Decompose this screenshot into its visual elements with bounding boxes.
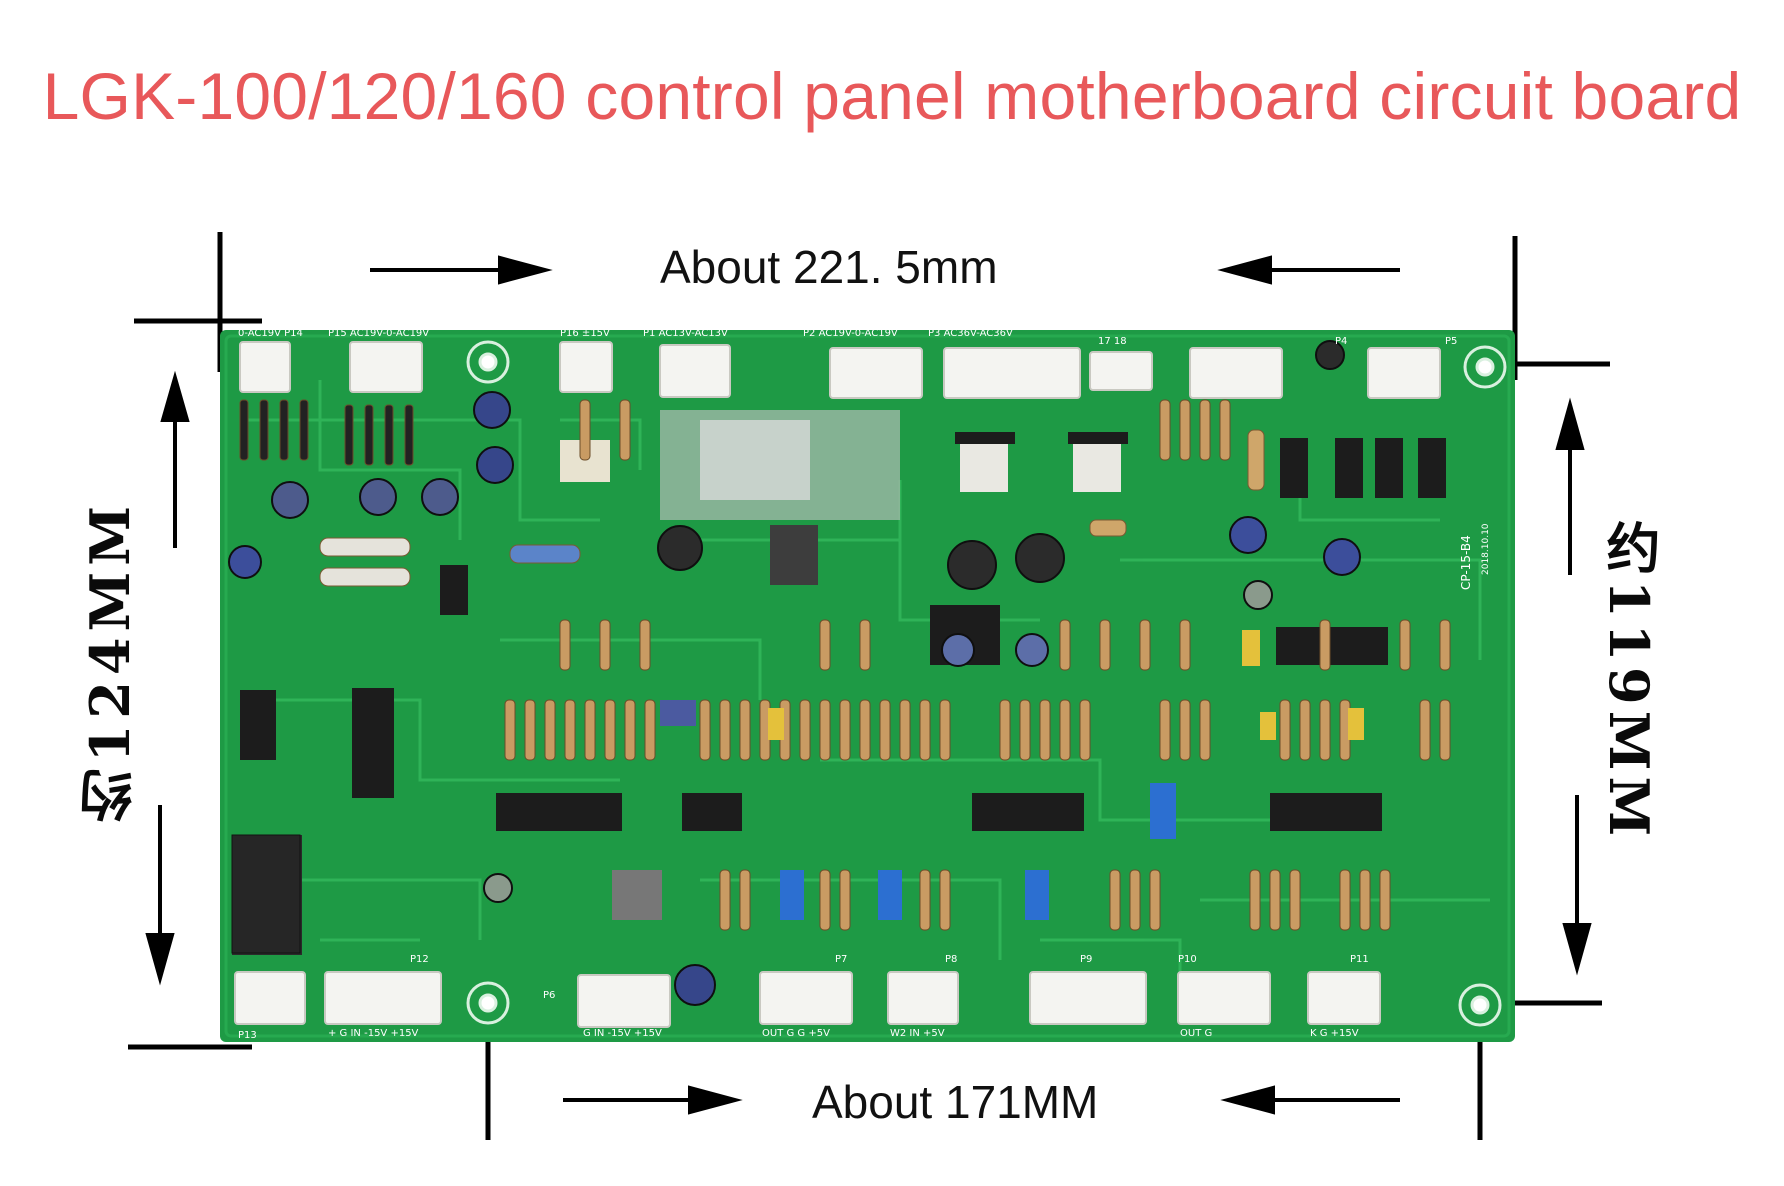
- svg-text:P12: P12: [410, 954, 429, 965]
- svg-text:P7: P7: [835, 954, 847, 965]
- svg-text:P15 AC19V-0-AC19V: P15 AC19V-0-AC19V: [328, 328, 429, 339]
- dimension-lines: [128, 232, 1610, 1140]
- svg-text:0-AC19V P14: 0-AC19V P14: [238, 328, 303, 339]
- svg-text:P2 AC19V-0-AC19V: P2 AC19V-0-AC19V: [803, 328, 898, 339]
- svg-text:CP-15-B4: CP-15-B4: [1459, 535, 1473, 590]
- svg-text:OUT G: OUT G: [1180, 1028, 1212, 1039]
- left-height-label-container: 约124MM: [70, 500, 190, 840]
- svg-text:W2 IN +5V: W2 IN +5V: [890, 1028, 945, 1039]
- svg-text:P8: P8: [945, 954, 957, 965]
- circuit-board: 0-AC19V P14 P15 AC19V-0-AC19V P16 ±15V P…: [220, 328, 1515, 1042]
- left-height-label: 约124MM: [78, 500, 142, 823]
- svg-text:P6: P6: [543, 990, 555, 1001]
- svg-text:P16 ±15V: P16 ±15V: [560, 328, 610, 339]
- integrated-circuits: [232, 432, 1446, 955]
- svg-text:P1 AC13V-AC13V: P1 AC13V-AC13V: [643, 328, 728, 339]
- svg-text:P13: P13: [238, 1030, 257, 1041]
- svg-text:G IN -15V +15V: G IN -15V +15V: [583, 1028, 662, 1039]
- trimmers: [660, 630, 1364, 920]
- top-connectors: [239, 341, 1441, 399]
- page-title: LGK-100/120/160 control panel motherboar…: [42, 59, 1742, 133]
- svg-text:K G +15V: K G +15V: [1310, 1028, 1359, 1039]
- svg-text:P9: P9: [1080, 954, 1092, 965]
- bottom-connectors: [234, 971, 1381, 1028]
- right-height-label-container: 约119MM: [1590, 520, 1710, 860]
- svg-text:17 18: 17 18: [1098, 336, 1127, 347]
- svg-text:P11: P11: [1350, 954, 1369, 965]
- svg-text:P5: P5: [1445, 336, 1457, 347]
- svg-text:P4: P4: [1335, 336, 1347, 347]
- top-width-label: About 221. 5mm: [660, 241, 998, 293]
- svg-text:+ G IN -15V +15V: + G IN -15V +15V: [328, 1028, 419, 1039]
- resistors: [319, 429, 1265, 587]
- right-height-label: 约119MM: [1597, 520, 1661, 843]
- resistor-rows: [239, 399, 1451, 931]
- relay: [231, 834, 301, 954]
- bottom-width-label: About 171MM: [812, 1076, 1099, 1128]
- svg-text:P3 AC36V-AC36V: P3 AC36V-AC36V: [928, 328, 1013, 339]
- capacitors: [228, 340, 1361, 1006]
- svg-text:P10: P10: [1178, 954, 1197, 965]
- heatsink-area: [560, 410, 900, 520]
- svg-text:2018.10.10: 2018.10.10: [1481, 523, 1491, 575]
- svg-text:OUT G G +5V: OUT G G +5V: [762, 1028, 830, 1039]
